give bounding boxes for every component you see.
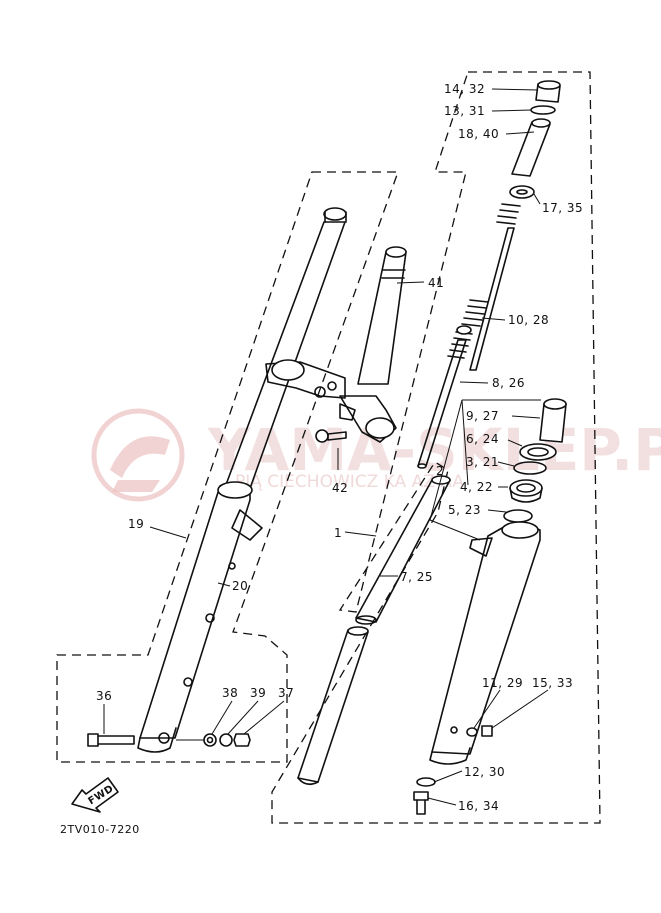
- slide-bushing-9-27: [539, 398, 567, 443]
- callout-19: 19: [128, 517, 144, 531]
- callout-13-31: 13, 31: [444, 104, 485, 118]
- callout-5-23: 5, 23: [448, 503, 481, 517]
- watermark-logo: [91, 408, 185, 502]
- callout-10-28: 10, 28: [508, 313, 549, 327]
- callout-20: 20: [232, 579, 248, 593]
- under-bracket: [265, 359, 356, 421]
- damper-rod: [417, 339, 467, 469]
- spacer-pipe-18-40: [511, 118, 551, 177]
- bolt-15-33: [481, 725, 493, 737]
- callout-42: 42: [332, 481, 348, 495]
- washer-5-23: [503, 509, 533, 523]
- callout-39: 39: [250, 686, 266, 700]
- rebound-spring: [447, 299, 489, 359]
- drawing-code: 2TV010-7220: [60, 823, 140, 836]
- callout-38: 38: [222, 686, 238, 700]
- callout-6-24: 6, 24: [466, 432, 499, 446]
- watermark: YAMA-SKLEP.PL PIĄ CIECHOWICZ KA AZ AA: [91, 408, 661, 502]
- bolt-36: [87, 733, 135, 747]
- nut-37: [233, 733, 251, 747]
- right-fork-group-outline: [271, 71, 601, 824]
- callout-2: 2: [436, 464, 444, 478]
- callout-14-32: 14, 32: [444, 82, 485, 96]
- leader-lines: [103, 88, 549, 806]
- washer-38: [203, 733, 217, 747]
- callout-12-30: 12, 30: [464, 765, 505, 779]
- callout-17-35: 17, 35: [542, 201, 583, 215]
- washer-11-29: [466, 727, 478, 737]
- watermark-brand: YAMA-SKLEP.PL: [207, 416, 661, 484]
- bolt-42: [315, 429, 347, 443]
- dust-seal-4-22: [509, 479, 543, 503]
- callout-15-33: 15, 33: [532, 676, 573, 690]
- callout-16-34: 16, 34: [458, 799, 499, 813]
- o-ring-13-31: [530, 105, 556, 115]
- left-fork-group-outline: [56, 171, 399, 763]
- callout-11-29: 11, 29: [482, 676, 523, 690]
- steering-stem: [339, 246, 407, 443]
- inner-tube: [355, 475, 451, 625]
- callout-8-26: 8, 26: [492, 376, 525, 390]
- oil-seal-6-24: [519, 443, 557, 461]
- callout-37: 37: [278, 686, 294, 700]
- washer-39: [219, 733, 233, 747]
- washer-12-30: [416, 777, 436, 787]
- forward-arrow-icon: FWD: [71, 777, 119, 813]
- callout-18-40: 18, 40: [458, 127, 499, 141]
- left-fork-lower-slider: [137, 481, 263, 753]
- callout-7-25: 7, 25: [400, 570, 433, 584]
- circlip-3-21: [513, 461, 547, 475]
- callout-1: 1: [334, 526, 342, 540]
- callout-36: 36: [96, 689, 112, 703]
- watermark-subtext: PIĄ CIECHOWICZ KA AZ AA: [235, 472, 464, 492]
- callout-labels: 14, 32 13, 31 18, 40 17, 35 41 10, 28 8,…: [96, 82, 583, 813]
- cap-bolt-14-32: [535, 80, 561, 103]
- callout-41: 41: [428, 276, 444, 290]
- callout-4-22: 4, 22: [460, 480, 493, 494]
- callout-9-27: 9, 27: [466, 409, 499, 423]
- fork-spring: [469, 203, 521, 371]
- right-fork-outer-tube: [429, 521, 541, 765]
- spacer-collar-17-35: [509, 185, 535, 199]
- fork-inner-tube-lower: [297, 626, 369, 786]
- bolt-16-34: [413, 791, 429, 815]
- callout-3-21: 3, 21: [466, 455, 499, 469]
